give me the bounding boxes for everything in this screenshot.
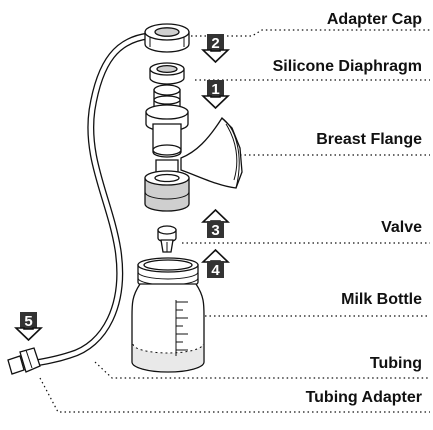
- label-valve: Valve: [381, 219, 422, 236]
- step-2: 2: [201, 34, 230, 64]
- arrow-icon: [201, 208, 230, 223]
- milk-bottle: [131, 257, 205, 373]
- label-adapter-cap: Adapter Cap: [327, 11, 422, 28]
- step-4-number: 4: [211, 262, 220, 279]
- measurement-scale: [175, 300, 188, 356]
- step-5: 5: [14, 312, 43, 342]
- step-5-number: 5: [24, 313, 32, 330]
- step-2-number: 2: [211, 35, 219, 52]
- step-3: 3: [201, 208, 230, 239]
- arrow-icon: [201, 95, 230, 110]
- step-1: 1: [201, 80, 230, 110]
- breast-flange: [144, 84, 243, 212]
- arrow-icon: [201, 248, 230, 263]
- step-4: 4: [201, 248, 230, 279]
- tubing-adapter: [7, 347, 41, 375]
- step-3-number: 3: [211, 222, 219, 239]
- tubing: [26, 32, 152, 368]
- adapter-cap: [144, 23, 190, 53]
- label-silicone-diaphragm: Silicone Diaphragm: [273, 58, 422, 75]
- arrow-icon: [201, 49, 230, 64]
- label-milk-bottle: Milk Bottle: [341, 291, 422, 308]
- step-1-number: 1: [211, 81, 219, 98]
- arrow-icon: [14, 327, 43, 342]
- silicone-diaphragm: [149, 62, 185, 85]
- label-tubing: Tubing: [370, 355, 422, 372]
- valve: [157, 225, 177, 253]
- label-tubing-adapter: Tubing Adapter: [306, 389, 422, 406]
- label-breast-flange: Breast Flange: [316, 131, 422, 148]
- leader-tubing: [94, 361, 430, 379]
